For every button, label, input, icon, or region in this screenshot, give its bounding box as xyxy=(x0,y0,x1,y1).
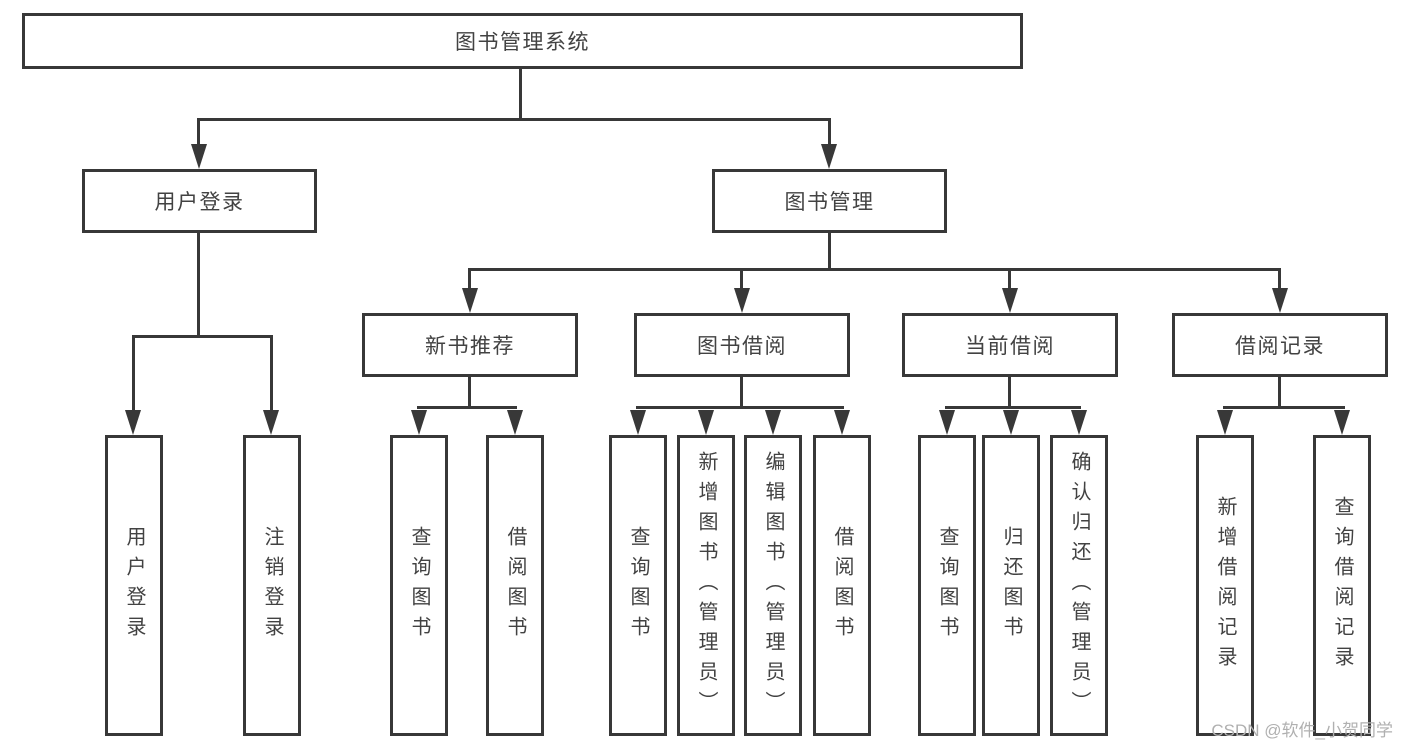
arrow-down-icon xyxy=(263,410,279,435)
arrow-down-icon xyxy=(1272,288,1288,313)
leaf-confirm-return-admin: 确认归还（管理员） xyxy=(1050,435,1108,736)
edge-new-book-split xyxy=(417,406,517,409)
edge-book-borrowing-split xyxy=(636,406,844,409)
leaf-query-books-recommend: 查询图书 xyxy=(390,435,448,736)
leaf-borrow-books-recommend: 借阅图书 xyxy=(486,435,544,736)
leaf-return-books: 归还图书 xyxy=(982,435,1040,736)
arrow-down-icon xyxy=(939,410,955,435)
arrow-down-icon xyxy=(1071,410,1087,435)
edge-borrowing-records-split xyxy=(1223,406,1345,409)
leaf-logout: 注销登录 xyxy=(243,435,301,736)
arrow-down-icon xyxy=(191,144,207,169)
edge-stub-leaf-user-login xyxy=(132,335,135,412)
arrow-down-icon xyxy=(734,288,750,313)
leaf-add-borrow-record: 新增借阅记录 xyxy=(1196,435,1254,736)
node-new-book-recommendation: 新书推荐 xyxy=(362,313,578,377)
arrow-down-icon xyxy=(698,410,714,435)
leaf-query-books-current: 查询图书 xyxy=(918,435,976,736)
arrow-down-icon xyxy=(821,144,837,169)
edge-current-borrowing-split xyxy=(945,406,1081,409)
leaf-edit-book-admin: 编辑图书（管理员） xyxy=(744,435,802,736)
edge-login-split xyxy=(132,335,273,338)
edge-borrowing-records-stem xyxy=(1278,375,1281,409)
arrow-down-icon xyxy=(411,410,427,435)
arrow-down-icon xyxy=(1002,288,1018,313)
watermark: CSDN @软件_小贺同学 xyxy=(1211,721,1393,740)
arrow-down-icon xyxy=(630,410,646,435)
node-book-management: 图书管理 xyxy=(712,169,947,233)
node-book-borrowing: 图书借阅 xyxy=(634,313,850,377)
edge-stub-borrowing-records xyxy=(1278,268,1281,294)
arrow-down-icon xyxy=(125,410,141,435)
edge-current-borrowing-stem xyxy=(1008,375,1011,409)
edge-level3-distributor xyxy=(468,268,1281,271)
node-borrowing-records: 借阅记录 xyxy=(1172,313,1388,377)
arrow-down-icon xyxy=(834,410,850,435)
arrow-down-icon xyxy=(462,288,478,313)
edge-stub-user-login xyxy=(197,118,200,146)
arrow-down-icon xyxy=(1217,410,1233,435)
edge-stub-new-book xyxy=(468,268,471,294)
edge-book-borrowing-stem xyxy=(740,375,743,409)
edge-root-stem xyxy=(519,66,522,120)
edge-stub-book-management xyxy=(828,118,831,146)
leaf-query-books-borrowing: 查询图书 xyxy=(609,435,667,736)
edge-user-login-stem xyxy=(197,231,200,337)
arrow-down-icon xyxy=(1334,410,1350,435)
leaf-user-login: 用户登录 xyxy=(105,435,163,736)
node-current-borrowing: 当前借阅 xyxy=(902,313,1118,377)
edge-stub-leaf-logout xyxy=(270,335,273,412)
edge-new-book-stem xyxy=(468,375,471,409)
leaf-borrow-books-borrowing: 借阅图书 xyxy=(813,435,871,736)
arrow-down-icon xyxy=(1003,410,1019,435)
node-system-root: 图书管理系统 xyxy=(22,13,1023,69)
edge-stub-book-borrowing xyxy=(740,268,743,294)
leaf-add-book-admin: 新增图书（管理员） xyxy=(677,435,735,736)
arrow-down-icon xyxy=(765,410,781,435)
node-user-login: 用户登录 xyxy=(82,169,317,233)
edge-stub-current-borrowing xyxy=(1008,268,1011,294)
edge-level2-distributor xyxy=(197,118,831,121)
leaf-query-borrow-record: 查询借阅记录 xyxy=(1313,435,1371,736)
arrow-down-icon xyxy=(507,410,523,435)
edge-book-management-stem xyxy=(828,231,831,271)
